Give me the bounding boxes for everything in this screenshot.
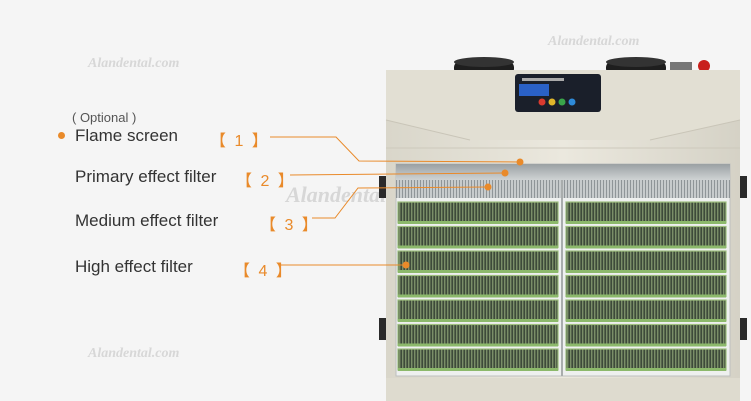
filter-cell-rail: [566, 270, 726, 273]
filter-cell-rail: [398, 270, 558, 273]
callout-lines: [270, 136, 521, 266]
filter-cell-rail: [398, 368, 558, 371]
filter-cell-rail: [566, 221, 726, 224]
watermark: Alandental.com: [88, 56, 180, 71]
watermark: Alandental.com: [548, 34, 640, 49]
high-effect-filter-left: [397, 201, 559, 371]
flame-screen: [396, 164, 730, 180]
side-handle-left: [379, 176, 386, 198]
label-medium-effect-filter: Medium effect filter: [75, 211, 219, 230]
filter-cell: [565, 250, 727, 273]
filter-cell: [565, 348, 727, 371]
emergency-button: [698, 60, 710, 72]
side-handle-left-lower: [379, 318, 386, 340]
top-connector: [670, 62, 692, 72]
side-handle-right: [740, 176, 747, 198]
filter-cell-rail: [398, 343, 558, 347]
num-2: 【 2 】: [236, 173, 296, 190]
filter-cell: [397, 323, 559, 347]
filter-cell: [565, 323, 727, 347]
filter-cell: [397, 348, 559, 371]
filter-cell: [397, 225, 559, 249]
cabinet-base: [386, 378, 740, 401]
filter-cell-rail: [398, 245, 558, 249]
label-flame-screen: Flame screen: [75, 126, 178, 145]
bullet-dot: [58, 132, 65, 139]
label-high-effect-filter: High effect filter: [75, 257, 193, 276]
num-1: 【 1 】: [210, 133, 270, 150]
filter-cell-rail: [398, 221, 558, 224]
filter-cell-rail: [566, 245, 726, 249]
label-primary-effect-filter: Primary effect filter: [75, 167, 217, 186]
filter-cell-rail: [566, 343, 726, 347]
side-handle-right-lower: [740, 318, 747, 340]
filter-cell-rail: [566, 319, 726, 322]
num-3: 【 3 】: [260, 217, 320, 234]
high-effect-filter-right: [565, 201, 727, 371]
filter-cell: [397, 274, 559, 298]
num-4: 【 4 】: [234, 263, 294, 280]
filter-cell: [565, 274, 727, 298]
filter-cell: [565, 201, 727, 224]
filter-cell: [565, 225, 727, 249]
filter-cell-rail: [398, 294, 558, 298]
optional-note: ( Optional ): [72, 110, 137, 125]
filter-cell: [397, 299, 559, 322]
callout-dots: [402, 158, 524, 269]
filter-cell-rail: [398, 319, 558, 322]
watermark: Alandental.com: [88, 346, 180, 361]
filter-cell-rail: [566, 368, 726, 371]
filter-cell-rail: [566, 294, 726, 298]
filter-cell: [565, 299, 727, 322]
filter-cell: [397, 250, 559, 273]
filter-cell: [397, 201, 559, 224]
control-panel: [515, 74, 601, 112]
